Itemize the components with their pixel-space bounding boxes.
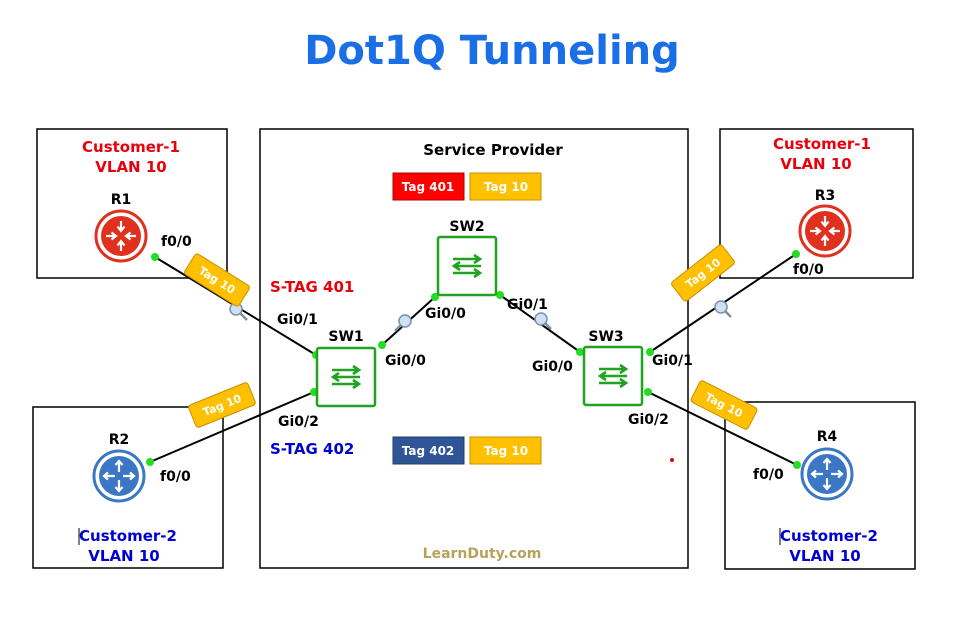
link-tag-r1: Tag 10 bbox=[184, 253, 250, 307]
legend-top-outer-tag: Tag 401 bbox=[392, 172, 465, 201]
router-r2-icon bbox=[92, 449, 146, 503]
legend-bottom-inner-tag: Tag 10 bbox=[469, 436, 542, 465]
customer2-right-box bbox=[724, 401, 916, 570]
customer2-left-box bbox=[32, 406, 224, 569]
service-provider-box bbox=[259, 128, 689, 569]
c2-right-vlan: VLAN 10 bbox=[789, 547, 860, 565]
capture-magnifier-icon bbox=[229, 302, 248, 321]
sw1-gi02-label: Gi0/2 bbox=[278, 414, 319, 430]
page-title: Dot1Q Tunneling bbox=[304, 28, 680, 74]
link-tag-r4: Tag 10 bbox=[690, 380, 758, 430]
sw2-gi01-label: Gi0/1 bbox=[507, 297, 548, 313]
stray-red-dot bbox=[670, 458, 674, 462]
legend-bottom-outer-tag: Tag 402 bbox=[392, 436, 465, 465]
router-r1-label: R1 bbox=[111, 192, 132, 208]
switch-sw2-icon bbox=[436, 235, 498, 297]
switch-sw1-icon bbox=[315, 346, 377, 408]
c2-left-vlan: VLAN 10 bbox=[88, 547, 159, 565]
link-sw3-r4 bbox=[647, 391, 798, 466]
switch-sw1-label: SW1 bbox=[328, 329, 363, 345]
sw3-gi00-label: Gi0/0 bbox=[532, 359, 573, 375]
c1-left-name: Customer-1 bbox=[82, 138, 180, 156]
service-provider-label: Service Provider bbox=[423, 141, 563, 159]
router-r1-icon bbox=[94, 209, 148, 263]
r4-f00-label: f0/0 bbox=[753, 467, 784, 483]
stag-402-label: S-TAG 402 bbox=[270, 440, 354, 458]
legend-top-inner-tag: Tag 10 bbox=[469, 172, 542, 201]
r3-f00-label: f0/0 bbox=[793, 262, 824, 278]
router-r3-label: R3 bbox=[815, 188, 836, 204]
svg-text:Tag 402: Tag 402 bbox=[402, 444, 455, 458]
sw3-gi02-label: Gi0/2 bbox=[628, 412, 669, 428]
router-r2-label: R2 bbox=[109, 432, 130, 448]
capture-magnifier-icon bbox=[394, 314, 412, 332]
link-r2-sw1 bbox=[149, 391, 315, 463]
sw2-gi00-label: Gi0/0 bbox=[425, 306, 466, 322]
c1-right-name: Customer-1 bbox=[773, 135, 871, 153]
sw1-gi01-label: Gi0/1 bbox=[277, 312, 318, 328]
svg-text:Tag 10: Tag 10 bbox=[484, 444, 528, 458]
stag-401-label: S-TAG 401 bbox=[270, 278, 354, 296]
customer1-right-box bbox=[719, 128, 914, 279]
svg-text:Tag 401: Tag 401 bbox=[402, 180, 455, 194]
link-tag-r3: Tag 10 bbox=[671, 244, 735, 302]
r2-f00-label: f0/0 bbox=[160, 469, 191, 485]
switch-sw3-label: SW3 bbox=[588, 329, 623, 345]
c1-right-vlan: VLAN 10 bbox=[780, 155, 851, 173]
switch-sw3-icon bbox=[582, 345, 644, 407]
switch-sw2-label: SW2 bbox=[449, 219, 484, 235]
capture-magnifier-icon bbox=[534, 312, 552, 330]
c2-right-name: Customer-2 bbox=[780, 527, 878, 545]
customer1-left-box bbox=[36, 128, 228, 279]
watermark: LearnDuty.com bbox=[423, 546, 542, 562]
sw3-gi01-label: Gi0/1 bbox=[652, 353, 693, 369]
c1-left-vlan: VLAN 10 bbox=[95, 158, 166, 176]
c2-left-name: Customer-2 bbox=[79, 527, 177, 545]
router-r3-icon bbox=[798, 204, 852, 258]
r1-f00-label: f0/0 bbox=[161, 234, 192, 250]
svg-text:Tag 10: Tag 10 bbox=[484, 180, 528, 194]
router-r4-label: R4 bbox=[817, 429, 838, 445]
sw1-gi00-label: Gi0/0 bbox=[385, 353, 426, 369]
capture-magnifier-icon bbox=[714, 300, 732, 318]
router-r4-icon bbox=[800, 447, 854, 501]
